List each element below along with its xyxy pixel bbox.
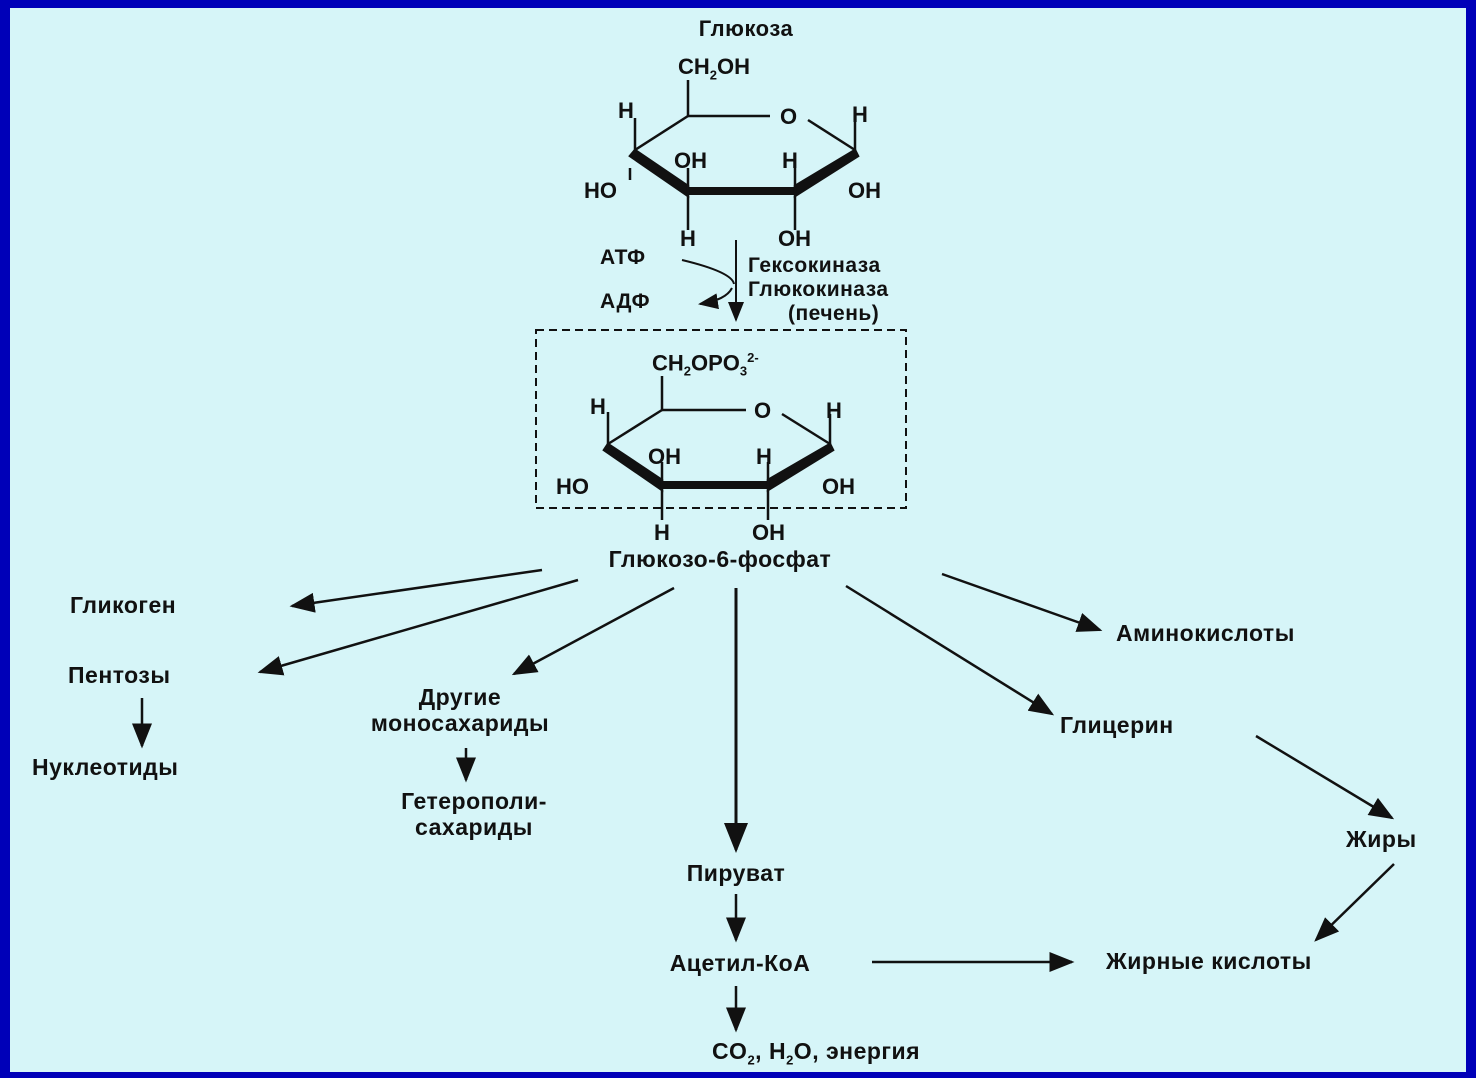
glucose-h-bottom: H bbox=[680, 226, 696, 251]
g6p-oh-right: OH bbox=[822, 474, 855, 499]
glucose-oh-inner: OH bbox=[674, 148, 707, 173]
glucose-ring bbox=[628, 80, 860, 230]
g6p-dashed-box bbox=[535, 329, 907, 509]
hexokinase-label: Гексокиназа bbox=[748, 254, 881, 277]
glucose-title: Глюкоза bbox=[698, 16, 794, 41]
glucose-oh-bottom: OH bbox=[778, 226, 811, 251]
atp-label: АТФ bbox=[600, 246, 646, 269]
fats-label: Жиры bbox=[1346, 826, 1417, 852]
arrow-fats-to-fatty bbox=[1314, 863, 1395, 942]
g6p-phosphate-group: CH2OPO32- bbox=[652, 350, 759, 379]
glucose-ch2oh-group: CH2OH bbox=[678, 54, 751, 83]
arrow-to-other-mono bbox=[511, 586, 675, 676]
glucose-h-left: H bbox=[618, 98, 634, 123]
other-mono-line2: моносахариды bbox=[370, 710, 550, 736]
arrow-to-glycogen bbox=[289, 568, 543, 613]
glucokinase-label: Глюкокиназа bbox=[748, 278, 889, 301]
pyruvate-label: Пируват bbox=[686, 860, 786, 886]
g6p-h-left: H bbox=[590, 394, 606, 419]
g6p-h-right: H bbox=[826, 398, 842, 423]
diagram-graphics bbox=[132, 80, 1395, 1033]
slide-canvas: Глюкоза CH2OH O H H OH H HO OH H OH АТФ … bbox=[10, 8, 1466, 1072]
final-products-label: CO2, H2O, энергия bbox=[711, 1038, 921, 1068]
g6p-h-inner: H bbox=[756, 444, 772, 469]
glucose-h-inner: H bbox=[782, 148, 798, 173]
glycogen-label: Гликоген bbox=[70, 592, 177, 618]
glucose-ho-left: HO bbox=[584, 178, 617, 203]
g6p-name: Глюкозо-6-фосфат bbox=[608, 546, 832, 572]
fatty-acids-label: Жирные кислоты bbox=[1106, 948, 1312, 974]
g6p-oh-inner: OH bbox=[648, 444, 681, 469]
glucose-h-right: H bbox=[852, 102, 868, 127]
g6p-ring-oxygen: O bbox=[754, 398, 772, 423]
liver-note: (печень) bbox=[788, 302, 880, 325]
arrow-to-pentoses bbox=[257, 578, 579, 676]
heteropoly-line2: сахариды bbox=[415, 814, 533, 840]
glycerol-label: Глицерин bbox=[1060, 712, 1174, 738]
g6p-oh-bottom: OH bbox=[752, 520, 785, 545]
acetyl-coa-label: Ацетил-КоА bbox=[669, 950, 811, 976]
g6p-ring bbox=[602, 376, 835, 520]
arrow-glycerol-to-fats bbox=[1255, 734, 1395, 820]
other-mono-line1: Другие bbox=[418, 684, 502, 710]
amino-acids-label: Аминокислоты bbox=[1116, 620, 1295, 646]
arrow-to-amino bbox=[941, 572, 1103, 632]
g6p-h-bottom: H bbox=[654, 520, 670, 545]
pathway-arrows bbox=[132, 568, 1395, 1033]
heteropoly-line1: Гетерополи- bbox=[401, 788, 547, 814]
adp-label: АДФ bbox=[600, 290, 651, 313]
glucose-ring-oxygen: O bbox=[780, 104, 798, 129]
arrow-to-glycerol bbox=[845, 584, 1055, 716]
g6p-ho-left: HO bbox=[556, 474, 589, 499]
glucose-oh-right: OH bbox=[848, 178, 881, 203]
hexokinase-reaction-arrow bbox=[681, 240, 744, 322]
nucleotides-label: Нуклеотиды bbox=[32, 754, 179, 780]
pentoses-label: Пентозы bbox=[68, 662, 171, 688]
